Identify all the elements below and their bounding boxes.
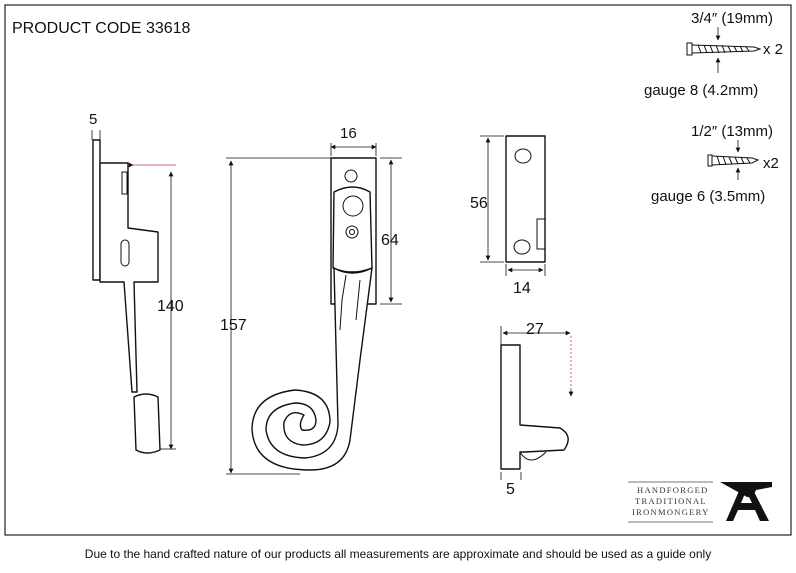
keep-view: 56 14 [470, 135, 546, 297]
small-screw-quantity: x2 [763, 155, 779, 172]
drawing-frame [4, 4, 792, 536]
brand-monogram-a-icon [726, 484, 769, 521]
front-plate-height-label: 64 [381, 232, 399, 249]
pin-view: 27 5 [500, 321, 574, 498]
brand-logo: HANDFORGED TRADITIONAL IRONMONGERY [628, 481, 772, 523]
side-plate-thickness-label: 5 [89, 111, 97, 128]
product-code-label: PRODUCT CODE 33618 [12, 20, 191, 37]
large-screw-icon [686, 42, 762, 56]
small-screw-gauge: gauge 6 (3.5mm) [651, 188, 765, 205]
overall-height-label: 157 [220, 317, 247, 334]
side-height-label: 140 [157, 298, 184, 315]
front-view: 16 64 157 [220, 125, 402, 475]
brand-line-3: IRONMONGERY [632, 507, 710, 517]
side-view: 5 140 [89, 111, 184, 454]
small-screw-icon [707, 154, 760, 167]
footer-disclaimer: Due to the hand crafted nature of our pr… [85, 547, 711, 561]
brand-line-2: TRADITIONAL [635, 496, 707, 506]
large-screw-length: 3/4″ (19mm) [691, 10, 773, 27]
keep-plate [505, 135, 546, 263]
small-screw-length: 1/2″ (13mm) [691, 123, 773, 140]
large-screw-spec: 3/4″ (19mm) x 2 gauge 8 (4.2mm) [644, 10, 783, 99]
front-width-label: 16 [340, 125, 357, 142]
pin-projection-label: 27 [526, 321, 544, 338]
large-screw-gauge: gauge 8 (4.2mm) [644, 82, 758, 99]
small-screw-spec: 1/2″ (13mm) x2 gauge 6 (3.5mm) [651, 123, 779, 205]
large-screw-quantity: x 2 [763, 41, 783, 58]
keep-height-label: 56 [470, 195, 488, 212]
keep-width-label: 14 [513, 280, 531, 297]
brand-line-1: HANDFORGED [637, 485, 709, 495]
pin-plate-thickness-label: 5 [506, 481, 515, 498]
